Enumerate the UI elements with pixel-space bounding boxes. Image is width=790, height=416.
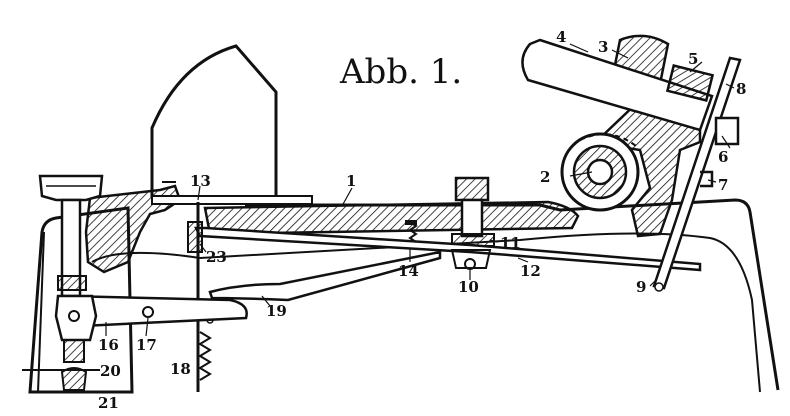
pin-10-bracket [450,249,492,269]
label-3: 3 [598,38,608,56]
plunger-knob [38,174,104,202]
left-casting [84,184,182,274]
wheel-2-hub [586,158,614,186]
plunger-pin [68,310,80,322]
label-14: 14 [398,262,419,280]
label-21: 21 [98,394,119,412]
spring-14-cap [405,220,417,225]
lever-12 [193,226,702,272]
label-16: 16 [98,336,119,354]
plunger-collar [57,275,87,291]
label-17: 17 [136,336,157,354]
wheel-2-dashed-arc [579,133,637,147]
spring-18 [198,331,212,381]
part-6 [714,116,740,146]
label-18: 18 [170,360,191,378]
block-5 [665,64,715,102]
rod-8-9 [652,56,742,290]
label-23: 23 [206,248,227,266]
label-12: 12 [520,262,541,280]
part-20 [63,339,85,363]
base-left-wall [37,231,45,393]
label-20: 20 [100,362,121,380]
spring-14 [408,221,418,243]
label-4: 4 [556,28,566,46]
rod-9-end [654,282,664,292]
label-1: 1 [346,172,356,190]
pivot-17 [142,306,154,318]
center-bolt-shank [460,198,484,238]
label-8: 8 [736,80,746,98]
part-7 [700,170,714,188]
label-10: 10 [458,278,479,296]
center-bolt-nut [454,176,490,202]
rod-23-block [187,221,203,253]
upright-plate [150,44,278,198]
main-beam [203,200,580,236]
figure-title: Abb. 1. [339,52,462,92]
label-11: 11 [500,234,521,252]
lever-19 [208,250,442,302]
part-21-foot [60,367,88,391]
lever-16 [60,294,248,328]
label-13: 13 [190,172,211,190]
arm-4 [521,38,714,132]
label-2: 2 [540,168,550,186]
label-7: 7 [718,176,728,194]
label-5: 5 [688,50,698,68]
label-9: 9 [636,278,646,296]
label-19: 19 [266,302,287,320]
label-6: 6 [718,148,728,166]
beam-top-plate [151,195,313,205]
leader-lines [105,43,735,337]
base-inner-arch [91,232,761,393]
